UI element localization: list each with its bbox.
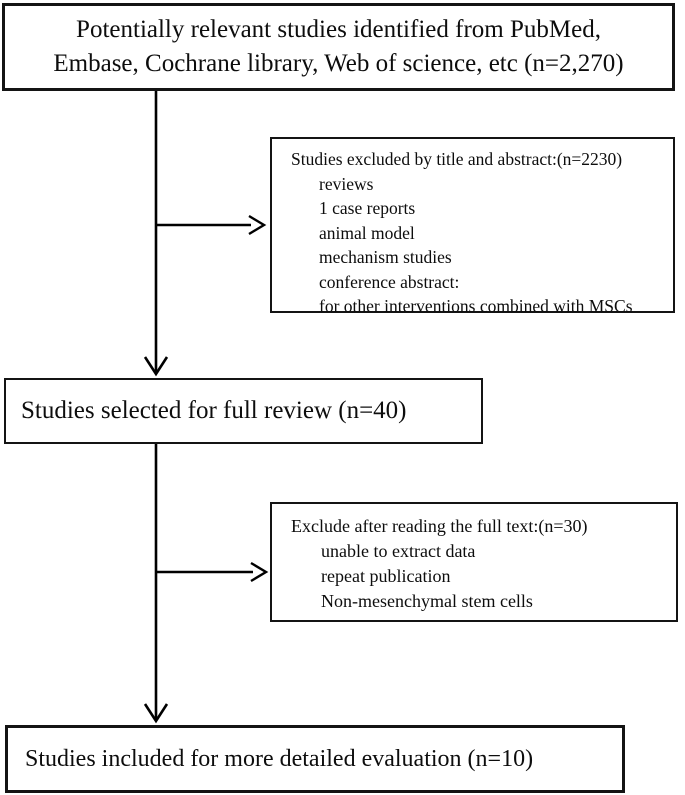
arrow-to-excluded-fulltext xyxy=(156,561,269,583)
included-text: Studies included for more detailed evalu… xyxy=(25,745,534,772)
excluded-abstract-title: Studies excluded by title and abstract:(… xyxy=(291,149,623,169)
excluded-abstract-item: reviews xyxy=(319,173,374,194)
excluded-abstract-item: 1 case reports xyxy=(319,198,416,218)
full-review-text: Studies selected for full review (n=40) xyxy=(21,397,407,424)
excluded-abstract-item: animal model xyxy=(319,222,415,243)
box-excluded-by-title-abstract: Studies excluded by title and abstract:(… xyxy=(270,137,675,316)
excluded-fulltext-item: Non-mesenchymal stem cells xyxy=(321,591,533,611)
arrow-to-excluded-abstract xyxy=(156,214,267,236)
arrow-fullreview-to-included xyxy=(143,444,169,724)
excluded-fulltext-item: unable to extract data xyxy=(321,541,476,561)
excluded-fulltext-title: Exclude after reading the full text:(n=3… xyxy=(291,516,588,536)
excluded-abstract-item: conference abstract: xyxy=(319,271,460,292)
box-full-review: Studies selected for full review (n=40) xyxy=(4,378,483,444)
excluded-abstract-item: mechanism studies xyxy=(319,247,452,267)
excluded-fulltext-item: repeat publication xyxy=(321,566,451,586)
box-studies-included: Studies included for more detailed evalu… xyxy=(5,725,625,793)
identified-line-2: Embase, Cochrane library, Web of science… xyxy=(53,50,624,77)
arrow-identified-to-fullreview xyxy=(143,91,169,377)
identified-line-1: Potentially relevant studies identified … xyxy=(76,16,601,43)
box-studies-identified: Potentially relevant studies identified … xyxy=(2,3,675,91)
box-excluded-after-full-text: Exclude after reading the full text:(n=3… xyxy=(270,502,678,622)
excluded-abstract-item: for other interventions combined with MS… xyxy=(319,296,633,316)
